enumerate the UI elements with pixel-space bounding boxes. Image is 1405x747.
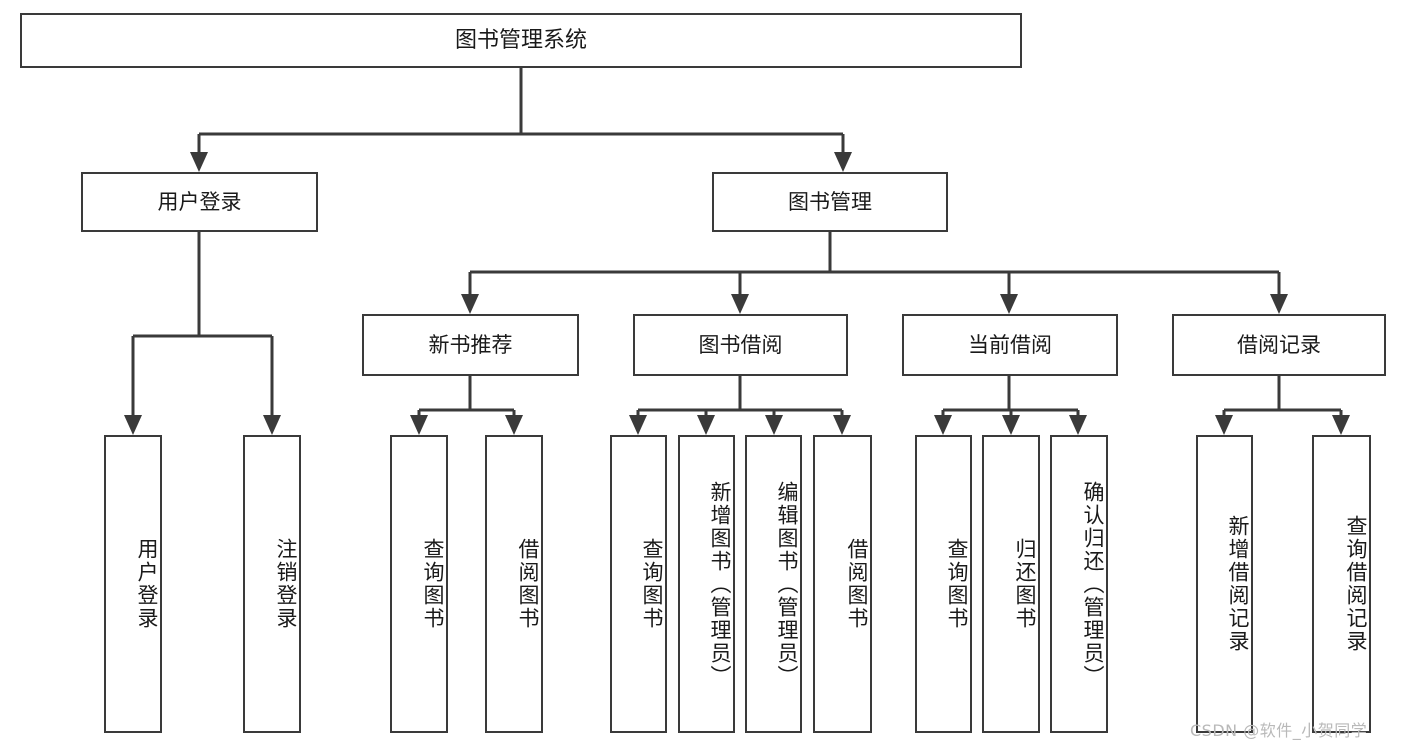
node-leaf-query-record[interactable]: 查询借阅记录	[1312, 435, 1371, 733]
node-leaf-add-book[interactable]: 新增图书（管理员）	[678, 435, 735, 733]
arrowhead-new-book-recommend	[461, 294, 479, 314]
arrowhead-leaf-query-record	[1332, 415, 1350, 435]
arrowhead-leaf-borrow-book-2	[833, 415, 851, 435]
arrowhead-current-borrow	[1000, 294, 1018, 314]
node-leaf-edit-book[interactable]: 编辑图书（管理员）	[745, 435, 802, 733]
node-leaf-confirm-return[interactable]: 确认归还（管理员）	[1050, 435, 1108, 733]
arrowhead-leaf-borrow-book-1	[505, 415, 523, 435]
node-root[interactable]: 图书管理系统	[20, 13, 1022, 68]
arrowhead-leaf-query-book-3	[934, 415, 952, 435]
arrowhead-leaf-confirm-return	[1069, 415, 1087, 435]
arrowhead-leaf-user-login	[124, 415, 142, 435]
arrowhead-leaf-edit-book	[765, 415, 783, 435]
node-current-borrow[interactable]: 当前借阅	[902, 314, 1118, 376]
node-borrow-record[interactable]: 借阅记录	[1172, 314, 1386, 376]
arrowhead-book-manage	[834, 152, 852, 172]
arrowhead-borrow-record	[1270, 294, 1288, 314]
node-leaf-add-record[interactable]: 新增借阅记录	[1196, 435, 1253, 733]
node-book-borrow[interactable]: 图书借阅	[633, 314, 848, 376]
node-leaf-user-logout[interactable]: 注销登录	[243, 435, 301, 733]
arrowhead-leaf-user-logout	[263, 415, 281, 435]
csdn-watermark: CSDN @软件_小贺同学	[1190, 721, 1368, 740]
arrowhead-leaf-return-book	[1002, 415, 1020, 435]
arrowhead-leaf-query-book-1	[410, 415, 428, 435]
node-leaf-return-book[interactable]: 归还图书	[982, 435, 1040, 733]
node-leaf-query-book-2[interactable]: 查询图书	[610, 435, 667, 733]
node-user-login[interactable]: 用户登录	[81, 172, 318, 232]
arrowhead-leaf-add-book	[697, 415, 715, 435]
node-book-manage[interactable]: 图书管理	[712, 172, 948, 232]
node-leaf-query-book-3[interactable]: 查询图书	[915, 435, 972, 733]
node-leaf-borrow-book-1[interactable]: 借阅图书	[485, 435, 543, 733]
arrowhead-user-login	[190, 152, 208, 172]
arrowhead-book-borrow	[731, 294, 749, 314]
node-leaf-user-login[interactable]: 用户登录	[104, 435, 162, 733]
node-leaf-borrow-book-2[interactable]: 借阅图书	[813, 435, 872, 733]
node-new-book-recommend[interactable]: 新书推荐	[362, 314, 579, 376]
node-leaf-query-book-1[interactable]: 查询图书	[390, 435, 448, 733]
arrowhead-leaf-add-record	[1215, 415, 1233, 435]
arrowhead-leaf-query-book-2	[629, 415, 647, 435]
